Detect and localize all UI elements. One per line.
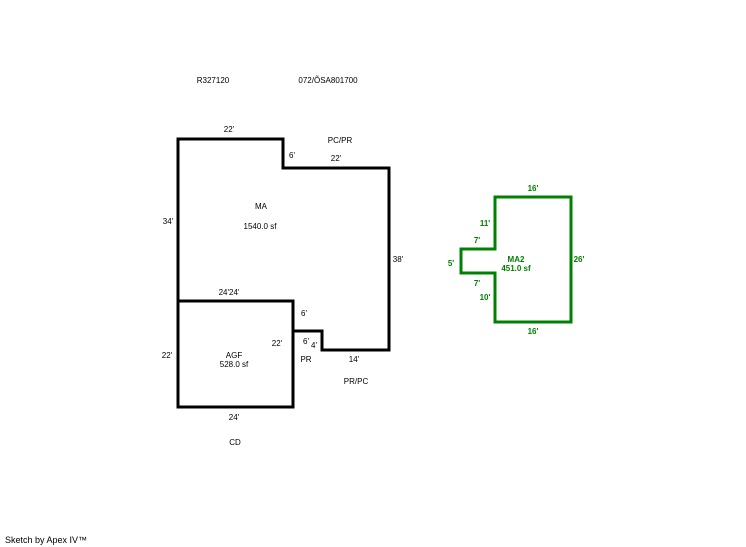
dim-agf-left: 22' xyxy=(162,351,173,360)
garage-outline xyxy=(176,299,295,409)
dim-ma2-bump-top: 7' xyxy=(474,236,480,245)
dim-ma-step: 6' xyxy=(289,151,295,160)
ma2-area-value: 451.0 sf xyxy=(501,264,531,273)
dim-ma-top-right: 22' xyxy=(331,154,342,163)
label-cd: CD xyxy=(229,438,241,447)
label-pr: PR xyxy=(300,355,311,364)
dim-ma2-bump-bottom: 7' xyxy=(474,279,480,288)
ma2-area-label: MA2 xyxy=(508,255,525,264)
dim-ma-left: 34' xyxy=(163,217,174,226)
ma-area-label: MA xyxy=(255,202,268,211)
agf-area-label: AGF xyxy=(226,351,243,360)
label-pr-pc: PR/PC xyxy=(344,377,369,386)
dim-ma-right: 38' xyxy=(393,255,404,264)
dim-pr-right: 4' xyxy=(311,341,317,350)
dim-ma-bottom: 14' xyxy=(349,355,360,364)
agf-area-value: 528.0 sf xyxy=(220,360,249,369)
dim-ma-top-left: 22' xyxy=(224,125,235,134)
ma-area-value: 1540.0 sf xyxy=(244,222,278,231)
dim-ma2-lower-left: 10' xyxy=(480,293,491,302)
dim-agf-right: 22' xyxy=(272,339,283,348)
dim-pr-top: 6' xyxy=(303,337,309,346)
main-structure-outline xyxy=(176,137,391,352)
dim-agf-top: 24'24' xyxy=(219,288,240,297)
dim-agf-bottom: 24' xyxy=(229,413,240,422)
footer-credit: Sketch by Apex IV™ xyxy=(5,535,88,545)
ma2-outline xyxy=(459,195,573,324)
dim-ma2-bump-side: 5' xyxy=(448,259,454,268)
dim-ma2-right: 26' xyxy=(574,255,585,264)
parcel-id: R327120 xyxy=(197,76,230,85)
dim-pr-upper: 6' xyxy=(301,309,307,318)
dim-ma2-bottom: 16' xyxy=(528,327,539,336)
account-id: 072/ÕSA801700 xyxy=(298,76,358,85)
dim-ma2-top: 16' xyxy=(528,184,539,193)
dim-ma2-upper-left: 11' xyxy=(480,219,490,228)
label-pc-pr: PC/PR xyxy=(328,136,353,145)
